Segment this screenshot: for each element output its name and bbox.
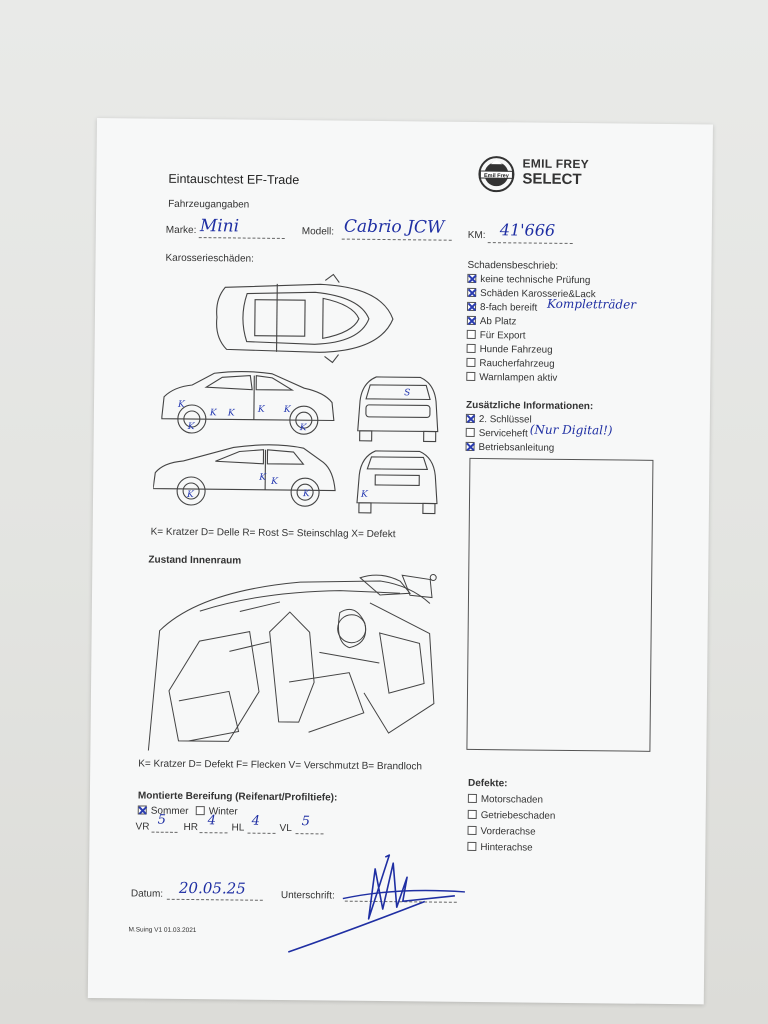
date-label: Datum: xyxy=(130,888,164,900)
damage-item-6[interactable]: Hunde Fahrzeug xyxy=(466,343,553,356)
vl-label: VL xyxy=(279,822,292,835)
tire-note: Kompletträder xyxy=(547,296,637,312)
damage-mark-side1-g: K xyxy=(299,423,308,433)
checkbox-icon[interactable] xyxy=(465,441,475,451)
extra-item-3[interactable]: Betriebsanleitung xyxy=(465,441,554,454)
damage-item-1[interactable]: keine technische Prüfung xyxy=(467,273,590,286)
form-title: Eintauschtest EF-Trade xyxy=(168,171,300,188)
svg-text:Emil Frey: Emil Frey xyxy=(484,173,510,179)
vr-value: 5 xyxy=(157,812,167,828)
vehicle-section-title: Fahrzeugangaben xyxy=(168,198,250,211)
checkbox-icon[interactable] xyxy=(466,315,476,325)
defect-item-3[interactable]: Vorderachse xyxy=(467,825,536,838)
defect-item-1[interactable]: Motorschaden xyxy=(467,793,543,806)
damage-mark-side2-c: K xyxy=(186,490,195,500)
damage-mark-side1-d: K xyxy=(257,405,266,415)
extra-item-2[interactable]: Serviceheft xyxy=(465,427,528,440)
notes-box[interactable] xyxy=(466,457,654,752)
interior-diagram xyxy=(147,574,437,751)
car-side-view-right xyxy=(161,371,335,435)
inspection-form-sheet: Eintauschtest EF-Trade Emil Frey EMIL FR… xyxy=(87,118,713,1005)
handwritten-signature xyxy=(288,854,465,953)
damage-item-3[interactable]: 8-fach bereift xyxy=(467,301,537,314)
damage-mark-side2-a: K xyxy=(258,473,267,483)
checkbox-icon[interactable] xyxy=(467,809,477,820)
marke-value: Mini xyxy=(199,216,240,237)
damage-item-7[interactable]: Raucherfahrzeug xyxy=(466,357,555,370)
emil-frey-logo: Emil Frey EMIL FREY SELECT xyxy=(476,152,596,195)
checkbox-icon[interactable] xyxy=(195,806,205,816)
extra-info-title: Zusätzliche Informationen: xyxy=(465,399,594,413)
extra-item-1[interactable]: 2. Schlüssel xyxy=(465,413,532,426)
interior-legend: K= Kratzer D= Defekt F= Flecken V= Versc… xyxy=(138,758,423,773)
extra-info-list: 2. Schlüssel Serviceheft Betriebsanleitu… xyxy=(97,118,713,454)
defects-list: Motorschaden Getriebeschaden Vorderachse… xyxy=(97,118,713,854)
damage-mark-front: S xyxy=(404,388,410,398)
vr-label: VR xyxy=(135,821,150,833)
checkbox-icon[interactable] xyxy=(466,343,476,353)
damage-mark-side1-b: K xyxy=(209,408,218,418)
defect-item-2[interactable]: Getriebeschaden xyxy=(467,809,555,822)
emil-frey-emblem-icon: Emil Frey xyxy=(478,156,515,193)
body-damage-legend: K= Kratzer D= Delle R= Rost S= Steinschl… xyxy=(150,526,396,541)
damage-mark-side1-e: K xyxy=(283,405,292,415)
modell-value: Cabrio JCW xyxy=(343,216,445,238)
checkbox-icon[interactable] xyxy=(467,273,477,283)
hr-value: 4 xyxy=(207,813,217,829)
checkbox-icon[interactable] xyxy=(137,805,147,815)
damage-mark-side1-c: K xyxy=(227,408,236,418)
car-top-view xyxy=(216,273,394,364)
checkbox-icon[interactable] xyxy=(467,793,477,804)
damage-item-4[interactable]: Ab Platz xyxy=(466,315,516,327)
checkbox-icon[interactable] xyxy=(465,413,475,423)
damage-mark-side2-b: K xyxy=(270,477,279,487)
damage-mark-side1-f: K xyxy=(187,422,196,432)
car-front-view xyxy=(357,376,439,443)
damage-description-title: Schadensbeschrieb: xyxy=(467,259,559,272)
km-value: 41'666 xyxy=(499,220,556,240)
checkbox-icon[interactable] xyxy=(466,329,476,339)
body-damage-title: Karosserieschäden: xyxy=(165,252,254,265)
marke-label: Marke: xyxy=(165,224,197,237)
brand-line-2: SELECT xyxy=(522,170,582,189)
vl-value: 5 xyxy=(301,814,311,830)
checkbox-icon[interactable] xyxy=(467,825,477,836)
car-side-view-left xyxy=(152,444,336,507)
damage-mark-side2-d: K xyxy=(302,489,311,499)
km-label: KM: xyxy=(467,229,486,242)
car-diagrams: S K K K K K K K K K K K K xyxy=(152,273,439,515)
serviceheft-note: (Nur Digital!) xyxy=(529,422,613,438)
damage-mark-rear: K xyxy=(360,490,369,500)
hl-label: HL xyxy=(231,822,245,834)
checkbox-icon[interactable] xyxy=(466,371,476,381)
checkbox-icon[interactable] xyxy=(467,301,477,311)
damage-description-list: keine technische Prüfung Schäden Karosse… xyxy=(97,118,713,384)
modell-label: Modell: xyxy=(301,226,335,238)
damage-mark-side1-a: K xyxy=(177,400,186,410)
damage-item-5[interactable]: Für Export xyxy=(466,329,526,341)
defects-title: Defekte: xyxy=(467,777,508,790)
winter-option[interactable]: Winter xyxy=(195,806,238,818)
damage-item-8[interactable]: Warnlampen aktiv xyxy=(466,371,557,384)
checkbox-icon[interactable] xyxy=(466,357,476,367)
form-version: M.Suing V1 01.03.2021 xyxy=(128,926,197,935)
hl-value: 4 xyxy=(251,813,261,829)
hr-label: HR xyxy=(183,821,199,834)
tires-title: Montierte Bereifung (Reifenart/Profiltie… xyxy=(137,790,338,804)
checkbox-icon[interactable] xyxy=(467,287,477,297)
brand-line-1: EMIL FREY xyxy=(522,156,590,172)
date-value: 20.05.25 xyxy=(178,878,246,898)
interior-title: Zustand Innenraum xyxy=(148,554,242,567)
car-rear-view xyxy=(356,450,438,515)
checkbox-icon[interactable] xyxy=(465,427,475,437)
